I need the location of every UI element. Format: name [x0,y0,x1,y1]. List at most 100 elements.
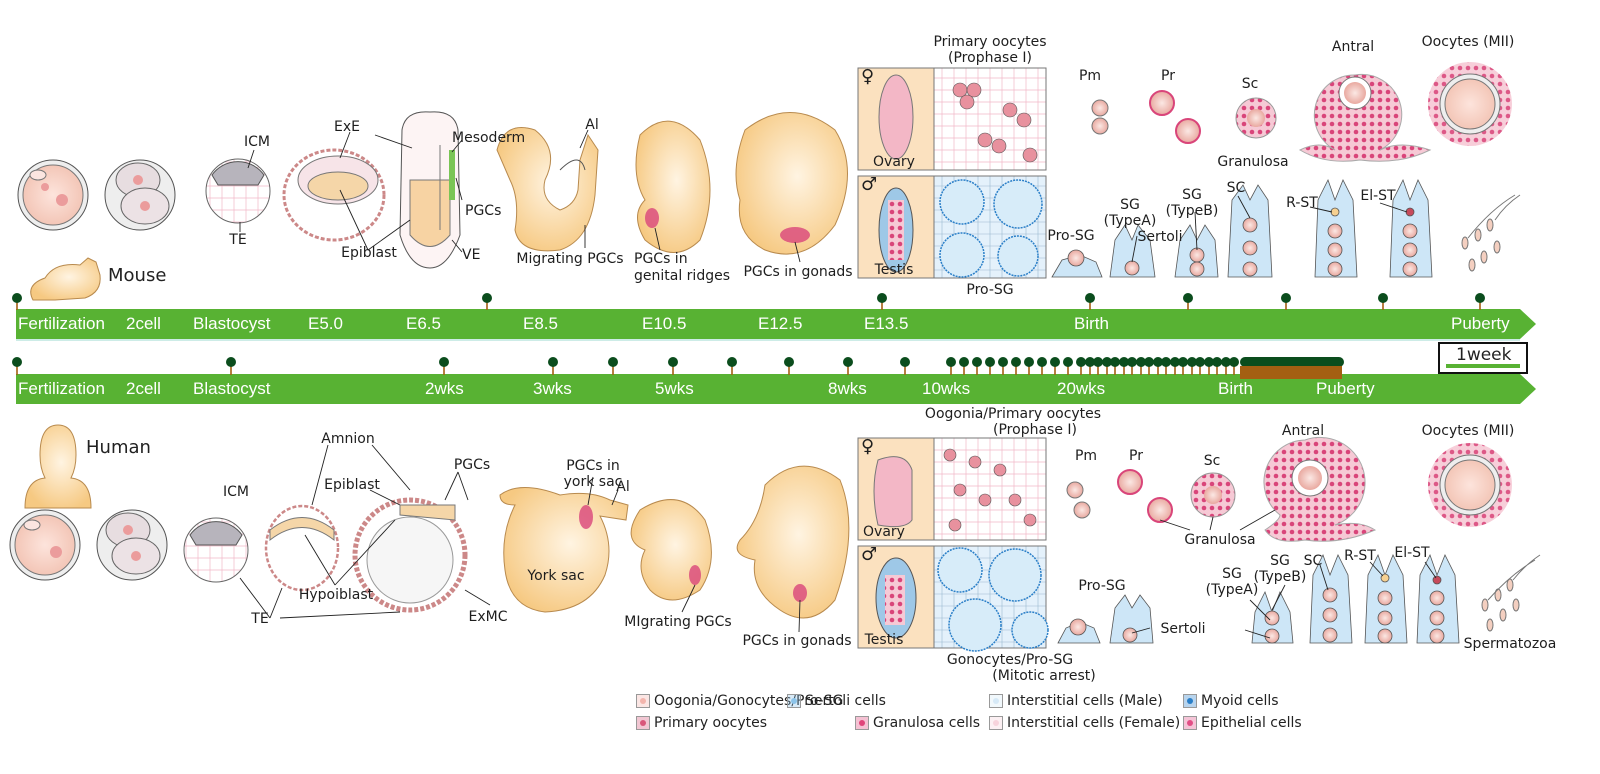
human-blastocyst [183,517,249,583]
label-mouse-pgcs-gonads: PGCs in gonads [743,264,853,280]
label-human-sc-cell: SC [1303,553,1323,569]
label-human-amnion: Amnion [321,431,375,447]
human-silhouette [24,424,92,509]
human-tick-5wks: 5wks [655,379,694,398]
mouse-tick-blastocyst: Blastocyst [193,314,271,333]
label-mouse-exe: ExE [334,119,360,135]
label-human-sgb-2: (TypeB) [1253,569,1307,585]
male-symbol-icon: ♂ [861,544,878,565]
label-human-oocytes-mii: Oocytes (MII) [1421,423,1515,439]
label-mouse-granulosa: Granulosa [1217,154,1289,170]
legend-item: Primary oocytes [636,715,767,731]
mouse-spermatogenesis [1051,178,1433,278]
label-human-spermatozoa: Spermatozoa [1463,636,1557,652]
legend-label: Primary oocytes [654,715,768,731]
label-human-pgcs-yolk-2: york sac [563,474,623,490]
legend-item: Oogonia/Gonocytes/Pro-SG [636,693,843,709]
label-human-sga-2: (TypeA) [1205,582,1259,598]
label-mouse-sga-2: (TypeA) [1103,213,1157,229]
species-label-human: Human [86,437,151,458]
mouse-e85-embryo [496,127,599,252]
mouse-e65-egg-cylinder [399,111,461,269]
label-mouse-pm: Pm [1078,68,1102,84]
label-mouse-migrating-pgcs: Migrating PGCs [516,251,624,267]
legend-item: Myoid cells [1183,693,1279,709]
label-human-pgcs: PGCs [453,457,491,473]
label-mouse-sga-1: SG [1120,197,1140,213]
human-tick-birth: Birth [1218,379,1253,398]
label-human-ovary: Ovary [863,524,905,540]
mouse-tick-e5-0: E5.0 [308,314,343,333]
label-mouse-ve: VE [462,247,481,263]
mouse-2cell [104,159,176,231]
label-mouse-pgcs-genital-1: PGCs in [634,251,688,267]
human-tick-puberty: Puberty [1316,379,1375,398]
human-tick-2cell: 2cell [126,379,161,398]
label-mouse-sc-cell: SC [1226,180,1246,196]
mouse-tick-e6-5: E6.5 [406,314,441,333]
label-mouse-gonad-title-1: Primary oocytes [933,34,1047,50]
species-label-mouse: Mouse [108,265,167,286]
human-gonad-embryo [736,465,850,619]
label-human-sertoli-1: Sertoli [1160,621,1206,637]
legend-item: Interstitial cells (Male) [989,693,1163,709]
label-human-pgcs-yolk-1: PGCs in [566,458,620,474]
scale-bar [1446,364,1520,368]
label-mouse-sgb-2: (TypeB) [1165,203,1219,219]
label-human-pgcs-gonads: PGCs in gonads [742,633,852,649]
label-mouse-mesoderm: Mesoderm [452,130,526,146]
legend-label: Sertoli cells [805,693,886,709]
legend-swatch-icon [636,716,650,730]
label-human-icm: ICM [223,484,249,500]
human-spermatogenesis [1057,553,1460,644]
label-mouse-pr: Pr [1161,68,1175,84]
human-migrating-embryo [630,499,712,601]
human-timeline-arrow [1520,374,1536,404]
mouse-silhouette [30,257,101,301]
legend-swatch-icon [1183,716,1197,730]
human-yolk-sac [499,487,629,613]
label-mouse-prosg: Pro-SG [1047,228,1095,244]
legend-swatch-icon [787,694,801,708]
label-human-gonad-bottom-2: (Mitotic arrest) [992,668,1096,684]
legend-label: Epithelial cells [1201,715,1302,731]
label-human-yolk-sac: York sac [527,568,585,584]
human-tick-2wks: 2wks [425,379,464,398]
scale-label: 1week [1456,345,1512,365]
label-human-migrating-pgcs: MIgrating PGCs [624,614,732,630]
male-symbol-icon: ♂ [861,174,878,195]
legend-swatch-icon [989,694,1003,708]
mouse-tick-e10-5: E10.5 [642,314,687,333]
label-human-antral: Antral [1281,423,1325,439]
label-human-sgb-1: SG [1270,553,1290,569]
mouse-tick-puberty: Puberty [1451,314,1510,333]
human-tick-blastocyst: Blastocyst [193,379,271,398]
label-human-hypoblast: Hypoiblast [298,587,374,603]
female-symbol-icon: ♀ [861,66,875,87]
label-human-testis: Testis [864,632,904,648]
mouse-tick-e12-5: E12.5 [758,314,803,333]
female-symbol-icon: ♀ [861,436,875,457]
label-human-epiblast: Epiblast [324,477,380,493]
legend-label: Interstitial cells (Male) [1007,693,1163,709]
label-human-elst: El-ST [1394,545,1430,561]
mouse-timeline-bar [16,309,1520,339]
leader-lines [239,129,1437,639]
mouse-e105-embryo [635,120,711,253]
human-zygote [9,509,81,581]
label-human-exmc: ExMC [468,609,508,625]
human-timeline-bar [16,374,1520,404]
mouse-timeline-arrow [1520,309,1536,339]
mouse-tick-birth: Birth [1074,314,1109,333]
label-mouse-antral: Antral [1331,39,1375,55]
legend-label: Granulosa cells [873,715,981,731]
label-mouse-testis: Testis [874,262,914,278]
mouse-blastocyst [205,158,271,224]
label-human-sga-1: SG [1222,566,1242,582]
human-sperm [1481,554,1541,632]
mouse-tick-2cell: 2cell [126,314,161,333]
label-mouse-pgcs-genital-2: genital ridges [634,268,730,284]
mouse-tick-fertilization: Fertilization [18,314,105,333]
label-mouse-elst: El-ST [1360,188,1396,204]
legend-label: Myoid cells [1201,693,1279,709]
